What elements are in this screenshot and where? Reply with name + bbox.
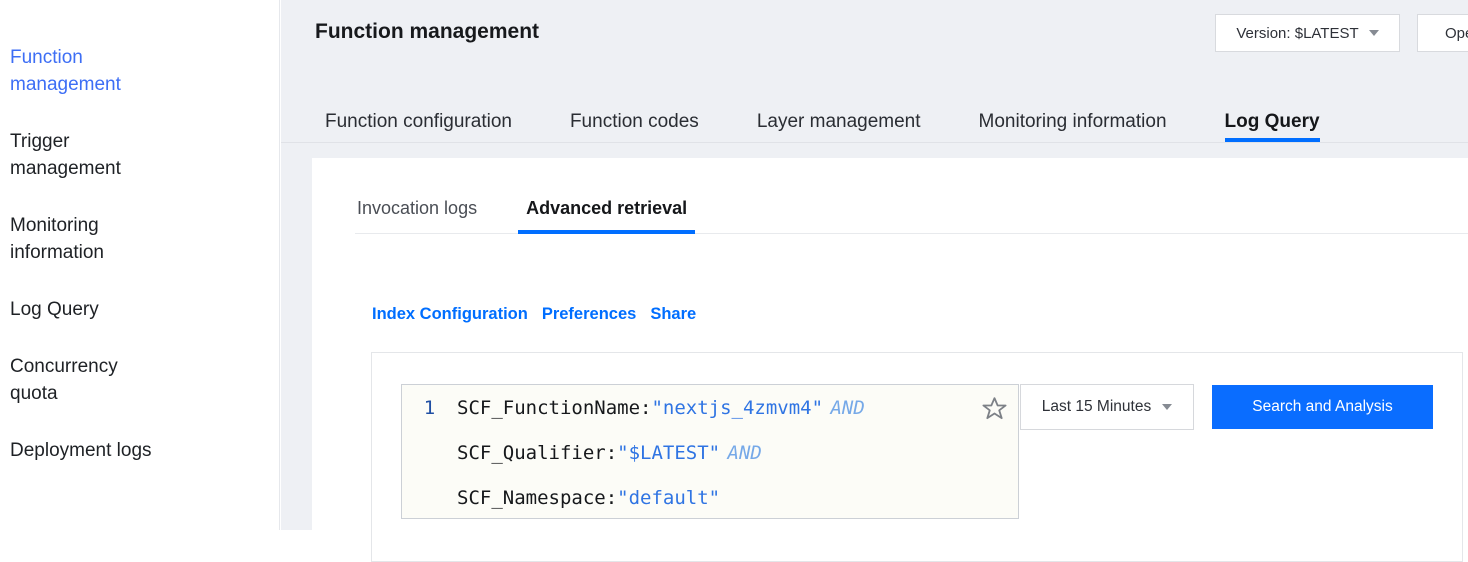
query-key: SCF_Qualifier:	[457, 442, 618, 464]
function-tabbar: Function configuration Function codes La…	[281, 100, 1468, 143]
query-line: SCF_Namespace:"default"	[402, 488, 1018, 508]
tab-log-query[interactable]: Log Query	[1224, 100, 1320, 142]
sidebar-item-monitoring-information[interactable]: Monitoring information	[10, 215, 104, 263]
tab-function-configuration[interactable]: Function configuration	[325, 111, 512, 132]
main-area: Function management Version: $LATEST Ope…	[281, 0, 1468, 562]
query-line: 1 SCF_FunctionName:"nextjs_4zmvm4" AND	[402, 398, 1018, 418]
log-subtabbar: Invocation logs Advanced retrieval	[355, 198, 1468, 234]
sidebar-item-deployment-logs[interactable]: Deployment logs	[10, 440, 152, 461]
retrieval-toolbar: Index Configuration Preferences Share	[372, 305, 696, 324]
share-link[interactable]: Share	[650, 305, 697, 323]
operation-button-label: Oper	[1445, 24, 1468, 42]
query-line: SCF_Qualifier:"$LATEST" AND	[402, 443, 1018, 463]
tab-function-codes[interactable]: Function codes	[569, 111, 699, 132]
time-range-label: Last 15 Minutes	[1041, 398, 1152, 415]
tab-monitoring-information[interactable]: Monitoring information	[978, 111, 1167, 132]
sidebar-item-function-management[interactable]: Function management	[10, 47, 121, 95]
subtab-advanced-retrieval[interactable]: Advanced retrieval	[518, 198, 696, 234]
chevron-down-icon	[1162, 404, 1173, 410]
query-value: "$LATEST"	[617, 442, 721, 464]
query-editor[interactable]: 1 SCF_FunctionName:"nextjs_4zmvm4" AND SC…	[401, 384, 1019, 519]
search-and-analysis-button[interactable]: Search and Analysis	[1212, 385, 1433, 429]
query-value: "default"	[617, 487, 721, 509]
query-key: SCF_Namespace:	[457, 487, 618, 509]
sidebar-item-log-query[interactable]: Log Query	[10, 299, 99, 320]
sidebar-item-concurrency-quota[interactable]: Concurrency quota	[10, 356, 118, 404]
line-number: 1	[423, 397, 436, 419]
operation-button-partial[interactable]: Oper	[1417, 14, 1468, 52]
sidebar-item-trigger-management[interactable]: Trigger management	[10, 131, 121, 179]
query-operator: AND	[830, 397, 865, 419]
index-configuration-link[interactable]: Index Configuration	[372, 305, 528, 323]
preferences-link[interactable]: Preferences	[541, 305, 637, 323]
sidebar: Function management Trigger management M…	[0, 0, 280, 530]
version-selector[interactable]: Version: $LATEST	[1215, 14, 1400, 52]
version-selector-label: Version: $LATEST	[1236, 24, 1359, 42]
star-outline-icon[interactable]	[981, 395, 1008, 422]
tab-layer-management[interactable]: Layer management	[756, 111, 921, 132]
time-range-selector[interactable]: Last 15 Minutes	[1020, 384, 1194, 430]
page-title: Function management	[315, 20, 540, 43]
query-operator: AND	[727, 442, 762, 464]
query-value: "nextjs_4zmvm4"	[651, 397, 824, 419]
query-panel: 1 SCF_FunctionName:"nextjs_4zmvm4" AND SC…	[371, 352, 1463, 562]
chevron-down-icon	[1368, 30, 1379, 36]
log-query-card: Invocation logs Advanced retrieval Index…	[312, 158, 1468, 562]
subtab-invocation-logs[interactable]: Invocation logs	[357, 198, 478, 218]
query-key: SCF_FunctionName:	[457, 397, 652, 419]
